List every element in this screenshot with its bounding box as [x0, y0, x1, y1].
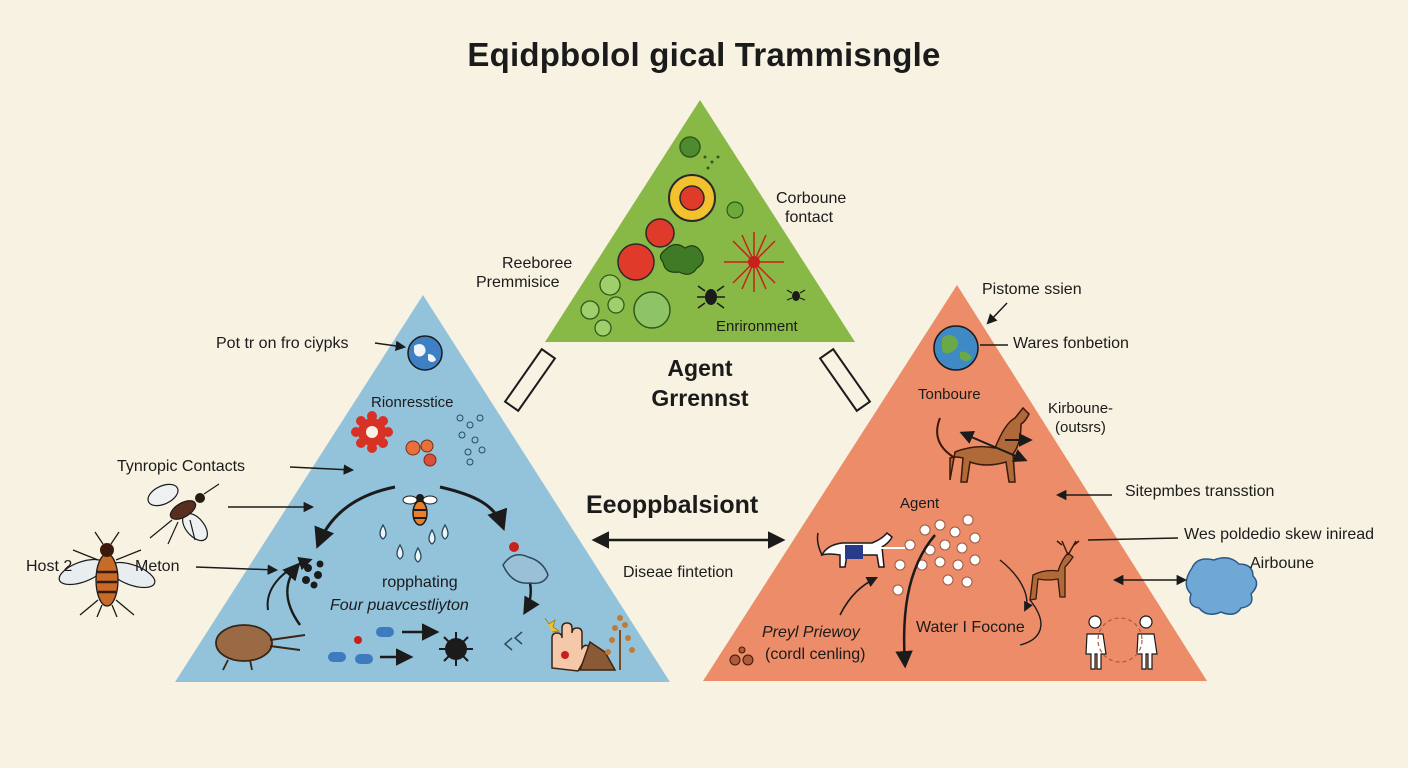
tick-icon	[697, 285, 725, 309]
curve-arrow-right	[999, 559, 1033, 612]
label-environment: Enrironment	[716, 318, 798, 335]
hollow-arrow-right	[818, 347, 872, 413]
tree-icon	[605, 615, 635, 670]
small-tick-icon	[786, 289, 806, 301]
right-triangle	[703, 285, 1207, 681]
label-corboune: Corboune	[776, 190, 847, 207]
beetle-icon	[215, 624, 306, 671]
label-agent-center: Agent	[667, 355, 733, 381]
red-flower-virus-icon	[351, 411, 393, 453]
hand-icon	[544, 617, 591, 672]
label-preyl: Preyl Priewoy	[762, 624, 860, 641]
label-wares: Wares fonbetion	[1013, 335, 1129, 352]
label-wes: Wes poldedio skew iniread	[1184, 526, 1375, 543]
label-ropphating: ropphating	[382, 574, 458, 591]
label-kirboune: Kirboune-	[1048, 400, 1114, 417]
left-triangle-icons	[215, 411, 635, 672]
label-agent-right: Agent	[900, 495, 940, 512]
cycle-arrow-left	[314, 485, 396, 549]
capsule-icon	[328, 652, 346, 662]
cycle-arrow-inner	[282, 562, 302, 626]
cell-icon	[679, 136, 701, 158]
curve-arrow-down	[895, 534, 936, 669]
top-triangle-icons	[580, 136, 806, 337]
label-tynropic: Tynropic Contacts	[117, 458, 246, 475]
arrow-pistome	[986, 302, 1008, 325]
cycle-arrow-right	[439, 485, 508, 531]
arrow-pot	[374, 340, 407, 352]
label-water: Water I Focone	[916, 619, 1025, 636]
red-dot-icon	[509, 542, 519, 552]
bacteria-cluster-icon	[659, 243, 704, 275]
droplet-icon	[379, 523, 449, 563]
label-pistome: Pistome ssien	[982, 281, 1082, 298]
water-curve	[1019, 599, 1042, 646]
label-pot: Pot tr on fro ciypks	[216, 335, 349, 352]
label-reeboree: Reeboree	[502, 255, 573, 272]
right-globe-icon	[933, 325, 979, 371]
cloud-icon	[1185, 557, 1258, 615]
globe-icon	[407, 335, 443, 371]
label-sitepmbes: Sitepmbes transstion	[1125, 483, 1275, 500]
curve-arrow-up-left	[839, 576, 879, 616]
red-cell-icon	[617, 243, 655, 281]
red-cell-icon	[645, 218, 675, 248]
label-eeoppbalsiont: Eeoppbalsiont	[586, 491, 759, 519]
arrow-wes	[1087, 537, 1179, 541]
top-triangle	[545, 100, 855, 342]
diagram-title: Eqidpbolol gical Trammisngle	[467, 36, 941, 73]
label-premmisice: Premmisice	[476, 274, 560, 291]
label-cordl: (cordl cenling)	[765, 646, 866, 663]
deer-horn-curve	[936, 417, 956, 459]
label-fontact: fontact	[785, 209, 834, 226]
dark-cells-icon	[302, 560, 324, 589]
label-host: Host 2	[26, 558, 73, 575]
large-cell-icon	[633, 291, 671, 329]
cycle-arrow-small	[266, 556, 313, 611]
orange-cell-icon	[405, 440, 421, 456]
deer-arrow-1	[959, 430, 1028, 463]
parasite-icon	[502, 554, 549, 585]
label-disease: Diseae fintetion	[623, 564, 734, 581]
dog-icon	[816, 531, 893, 568]
small-cells-icon	[729, 646, 754, 666]
label-outsrs: (outsrs)	[1055, 419, 1106, 436]
label-four: Four puavcestliyton	[330, 597, 469, 614]
fly-icon	[147, 483, 220, 545]
person-icon	[1085, 615, 1158, 670]
wasp-icon	[402, 494, 438, 526]
label-airboune: Airboune	[1250, 555, 1315, 572]
label-meton: Meton	[135, 558, 180, 575]
arrow-tynropic	[289, 464, 355, 475]
particle-cluster-icon	[456, 414, 486, 466]
left-triangle	[175, 295, 670, 682]
black-virus-icon	[439, 632, 473, 666]
deer-small-icon	[1029, 540, 1080, 601]
mosquito-icon	[58, 531, 156, 618]
label-rionresstice: Rionresstice	[371, 394, 454, 411]
hollow-arrow-left	[503, 347, 557, 413]
label-tonboure: Tonboure	[918, 386, 981, 403]
label-grrennst: Grrennst	[651, 385, 749, 411]
arrow-meton	[195, 564, 279, 575]
